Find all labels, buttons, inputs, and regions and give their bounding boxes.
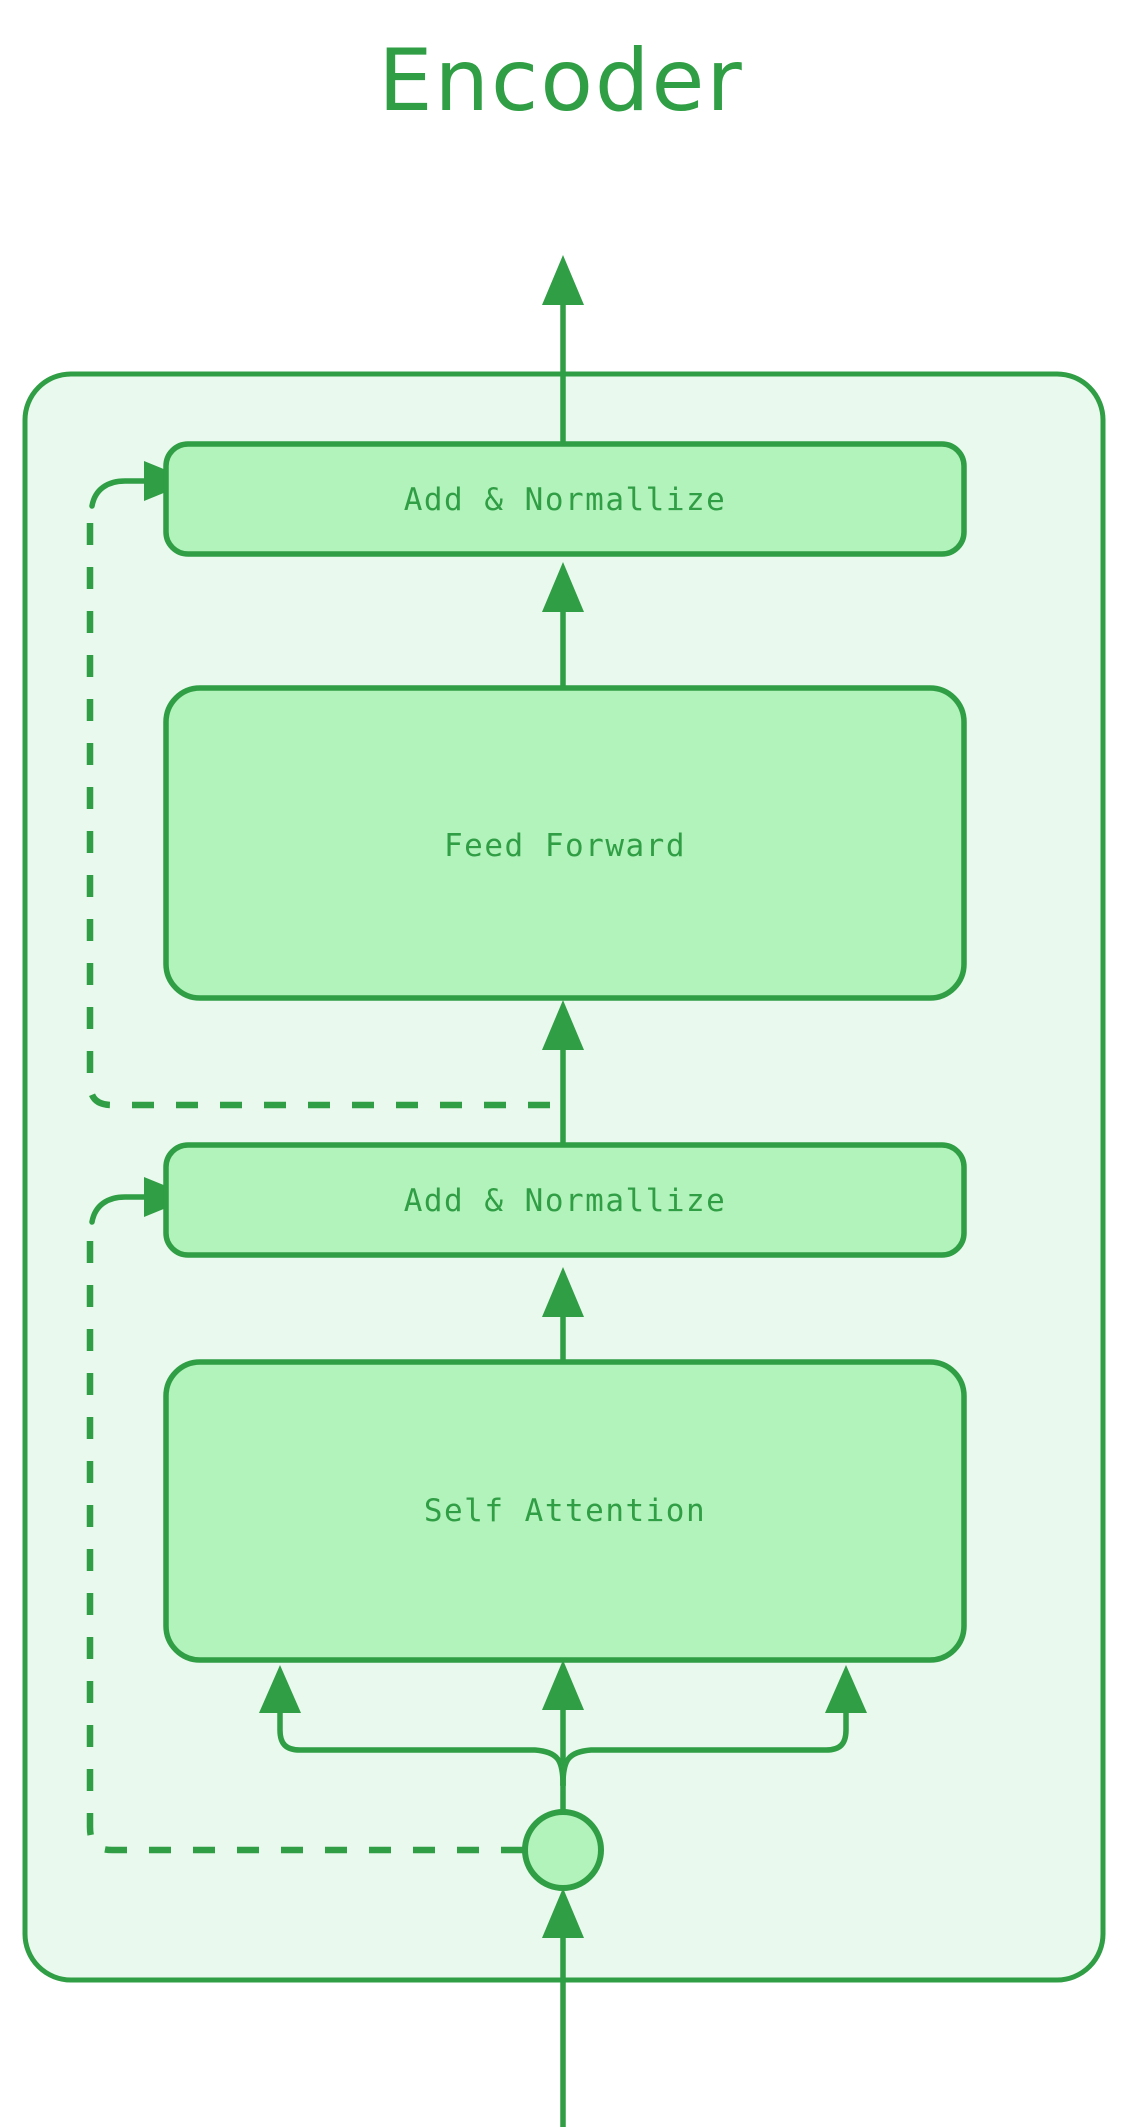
- node-split-junction[interactable]: [522, 1809, 604, 1891]
- edge-residual-split-to-addnorm-bottom: [86, 1228, 523, 1854]
- node-add-normalize-top-box: [163, 441, 967, 557]
- node-add-normalize-top[interactable]: Add & Normallize: [163, 441, 967, 557]
- node-add-normalize-top-label: Add & Normallize: [404, 482, 727, 518]
- node-feed-forward-box: [163, 685, 967, 1001]
- node-self-attention[interactable]: Self Attention: [163, 1359, 967, 1663]
- node-self-attention-label: Self Attention: [424, 1493, 706, 1529]
- node-add-normalize-bottom[interactable]: Add & Normallize: [163, 1142, 967, 1258]
- arrow-head-output: [542, 255, 584, 305]
- node-feed-forward-label: Feed Forward: [444, 828, 686, 864]
- arrow-head-addnorm-bottom-input: [542, 1267, 584, 1317]
- edge-residual-top-elbow: [89, 478, 158, 509]
- arrow-head-attention-input-right: [825, 1665, 867, 1713]
- edge-residual-addnorm-bottom-to-addnorm-top: [86, 512, 550, 1109]
- node-add-normalize-bottom-label: Add & Normallize: [404, 1183, 727, 1219]
- edge-residual-split-elbow: [89, 1194, 158, 1225]
- arrow-head-attention-input-center: [542, 1660, 584, 1710]
- arrow-head-input-to-split: [542, 1888, 584, 1938]
- node-feed-forward[interactable]: Feed Forward: [163, 685, 967, 1001]
- node-self-attention-box: [163, 1359, 967, 1663]
- arrow-head-feedforward-input: [542, 1000, 584, 1050]
- diagram-title: Encoder: [378, 31, 744, 131]
- edge-split-to-attention-right: [560, 1697, 849, 1788]
- node-add-normalize-bottom-box: [163, 1142, 967, 1258]
- arrow-head-addnorm-top-input: [542, 562, 584, 612]
- arrow-head-attention-input-left: [259, 1665, 301, 1713]
